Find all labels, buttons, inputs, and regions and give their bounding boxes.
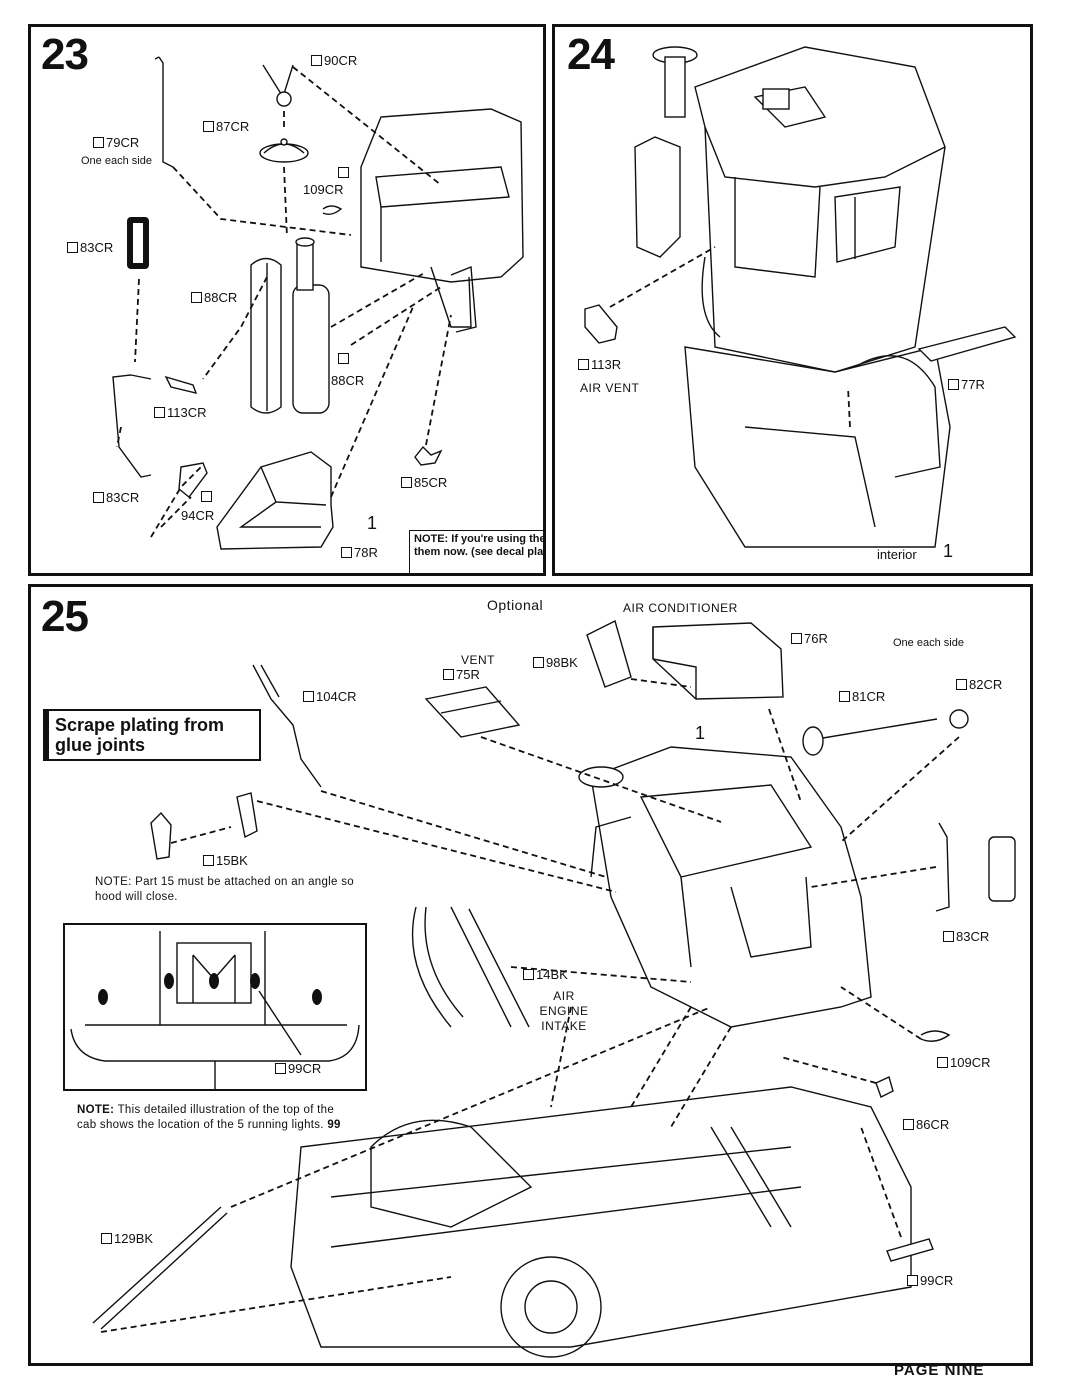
checkbox[interactable] <box>948 379 959 390</box>
label-part-77: 77R <box>948 377 985 392</box>
optional-label: Optional <box>487 597 544 613</box>
label-part-99-inset: 99CR <box>275 1061 321 1076</box>
running-lights-note: NOTE: This detailed illustration of the … <box>77 1104 341 1131</box>
label-part-86: 86CR <box>903 1117 949 1132</box>
label-part-81: 81CR <box>839 689 885 704</box>
quantity-one: 1 <box>695 723 706 743</box>
step-25-drawing <box>92 619 1016 1358</box>
checkbox[interactable] <box>443 669 454 680</box>
air-engine-intake-label: AIR ENGINE INTAKE <box>539 989 589 1033</box>
checkbox[interactable] <box>93 492 104 503</box>
label-part-99-bottom: 99CR <box>907 1273 953 1288</box>
air-conditioner-label: AIR CONDITIONER <box>623 601 738 615</box>
inset-drawing <box>70 931 360 1089</box>
label-part-82: 82CR <box>956 677 1002 692</box>
label-part-113: 113CR <box>154 405 207 420</box>
label-part-78: 78R <box>341 545 378 560</box>
step-24-drawing <box>584 46 1017 548</box>
checkbox[interactable] <box>401 477 412 488</box>
step-23-panel: 23 <box>28 24 546 576</box>
part-15-note: NOTE: Part 15 must be attached on an ang… <box>95 876 354 903</box>
step-24-panel: 24 113R AIR VENT 77R interior 1 <box>552 24 1033 576</box>
checkbox[interactable] <box>101 1233 112 1244</box>
air-vent-label: AIR VENT <box>580 381 640 395</box>
quantity-one: 1 <box>367 513 378 533</box>
scrape-plating-note: Scrape plating from glue joints <box>43 709 261 761</box>
checkbox[interactable] <box>578 359 589 370</box>
label-part-129: 129BK <box>101 1231 153 1246</box>
label-part-83: 83CR <box>943 929 989 944</box>
label-part-88-right: 88CR <box>331 373 365 388</box>
checkbox[interactable] <box>338 353 349 364</box>
one-each-side-note: One each side <box>893 637 964 649</box>
checkbox[interactable] <box>275 1063 286 1074</box>
checkbox[interactable] <box>907 1275 918 1286</box>
vent-label: VENT <box>461 653 496 667</box>
interior-label: interior <box>877 547 917 562</box>
checkbox[interactable] <box>903 1119 914 1130</box>
checkbox[interactable] <box>191 292 202 303</box>
checkbox[interactable] <box>303 691 314 702</box>
cab-top-detail-inset: 99CR <box>63 923 367 1091</box>
checkbox[interactable] <box>203 121 214 132</box>
checkbox[interactable] <box>839 691 850 702</box>
checkbox[interactable] <box>67 242 78 253</box>
checkbox[interactable] <box>341 547 352 558</box>
label-part-94: 94CR <box>181 508 215 523</box>
checkbox[interactable] <box>203 855 214 866</box>
label-part-14: 14BK <box>523 967 568 982</box>
label-part-109: 109CR <box>303 182 344 197</box>
checkbox[interactable] <box>154 407 165 418</box>
label-part-85: 85CR <box>401 475 447 490</box>
checkbox[interactable] <box>937 1057 948 1068</box>
checkbox[interactable] <box>338 167 349 178</box>
label-part-104: 104CR <box>303 689 356 704</box>
decal-note: NOTE: If you're using the striped decals… <box>409 530 543 573</box>
checkbox[interactable] <box>956 679 967 690</box>
checkbox[interactable] <box>943 931 954 942</box>
label-part-87: 87CR <box>203 119 249 134</box>
step-number: 24 <box>567 30 615 79</box>
checkbox[interactable] <box>201 491 212 502</box>
step-23-drawing <box>112 56 524 550</box>
label-part-15: 15BK <box>203 853 248 868</box>
label-part-113: 113R <box>578 357 621 372</box>
one-each-side-note: One each side <box>81 155 152 167</box>
checkbox[interactable] <box>533 657 544 668</box>
label-part-76: 76R <box>791 631 828 646</box>
quantity-one: 1 <box>943 541 954 561</box>
label-part-88-left: 88CR <box>191 290 237 305</box>
label-part-109: 109CR <box>937 1055 990 1070</box>
step-number: 25 <box>41 592 89 641</box>
checkbox[interactable] <box>311 55 322 66</box>
step-number: 23 <box>41 30 89 79</box>
checkbox[interactable] <box>93 137 104 148</box>
label-part-79: 79CR <box>93 135 139 150</box>
checkbox[interactable] <box>523 969 534 980</box>
page-footer: PAGE NINE <box>894 1362 985 1379</box>
label-part-90: 90CR <box>311 53 357 68</box>
label-part-83-top: 83CR <box>67 240 113 255</box>
step-25-panel: 25 <box>28 584 1033 1366</box>
label-part-75: 75R <box>443 667 480 682</box>
checkbox[interactable] <box>791 633 802 644</box>
label-part-98: 98BK <box>533 655 578 670</box>
label-part-83-bottom: 83CR <box>93 490 139 505</box>
